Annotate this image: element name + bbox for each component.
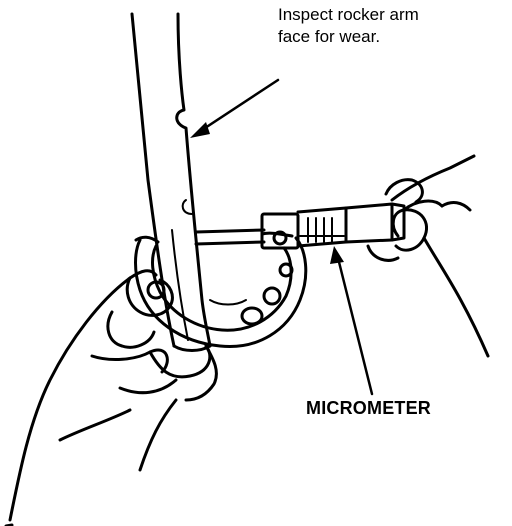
rocker-arm-shaft (130, 12, 212, 352)
inspect-callout-line-1: Inspect rocker arm (278, 5, 419, 24)
inspect-leader-line (200, 78, 280, 132)
leader-lines (190, 78, 374, 396)
left-hand (4, 269, 218, 526)
micrometer-leader-line (336, 256, 374, 396)
micrometer-frame (134, 231, 308, 349)
right-hand (366, 154, 490, 358)
micrometer-thimble (296, 202, 406, 248)
inspect-leader-arrowhead (190, 122, 210, 138)
micrometer-leader-arrowhead (330, 246, 344, 264)
micrometer-callout: MICROMETER (306, 398, 431, 418)
inspect-callout: Inspect rocker arm face for wear. (278, 4, 419, 48)
inspect-callout-line-2: face for wear. (278, 27, 381, 46)
micrometer-spindle (194, 212, 300, 250)
